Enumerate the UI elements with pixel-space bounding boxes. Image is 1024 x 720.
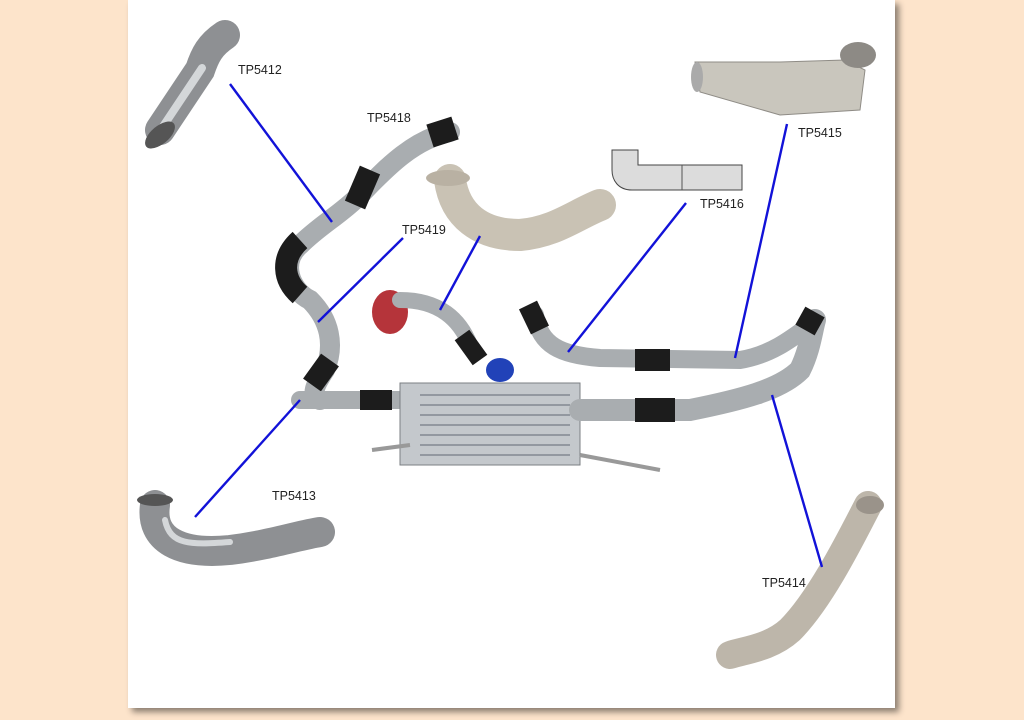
leader-line-tp5413 — [194, 399, 301, 518]
label-tp5419: TP5419 — [402, 223, 446, 237]
leader-line-tp5412 — [229, 83, 333, 223]
part-tp5412-image — [145, 20, 240, 149]
label-tp5415: TP5415 — [798, 126, 842, 140]
leader-line-tp5415 — [733, 123, 789, 359]
leader-line-elbow — [438, 235, 482, 311]
label-tp5413: TP5413 — [272, 489, 316, 503]
leader-line-tp5419 — [317, 237, 404, 323]
label-tp5412: TP5412 — [238, 63, 282, 77]
leader-line-tp5414 — [770, 394, 824, 568]
part-tp5413-image — [137, 490, 335, 566]
part-tp5414-image — [716, 491, 884, 669]
intercooler-image — [291, 382, 661, 472]
label-tp5414: TP5414 — [762, 576, 806, 590]
part-tp5416-image — [611, 149, 743, 191]
right-pipe-assembly-image — [518, 300, 826, 422]
label-tp5416: TP5416 — [700, 197, 744, 211]
filter-pipe-image — [372, 290, 514, 382]
part-tp5418-image — [275, 116, 460, 410]
label-tp5418: TP5418 — [367, 111, 411, 125]
part-tp5415-image — [691, 42, 876, 116]
cast-elbow-image — [426, 164, 616, 252]
leader-line-tp5416 — [567, 202, 687, 353]
